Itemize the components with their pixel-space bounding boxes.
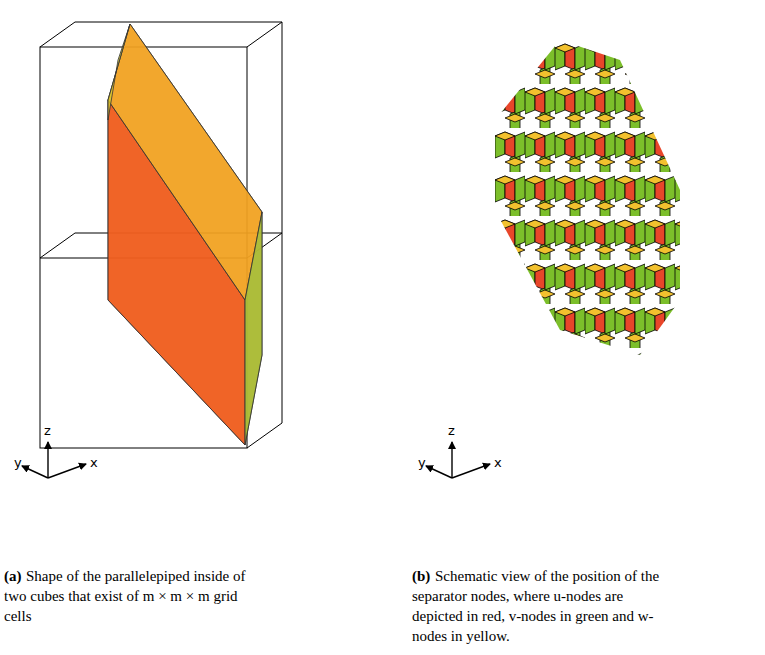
axis-label: y xyxy=(14,456,22,470)
separator-tiles xyxy=(495,40,680,355)
caption-text: Schematic view of the position of the se… xyxy=(412,566,668,646)
caption-number: (a) xyxy=(4,566,22,586)
parallelepiped xyxy=(108,24,262,445)
caption-number: (b) xyxy=(412,566,430,586)
axis-label: y xyxy=(418,456,426,470)
axis-label: x xyxy=(90,456,98,470)
axis-label: z xyxy=(448,424,455,438)
caption-text: Shape of the parallelepiped inside of tw… xyxy=(4,566,248,626)
axis-triad xyxy=(22,442,490,478)
axis-label: z xyxy=(44,424,51,438)
axis-label: x xyxy=(494,456,502,470)
cube-outline xyxy=(40,22,282,448)
